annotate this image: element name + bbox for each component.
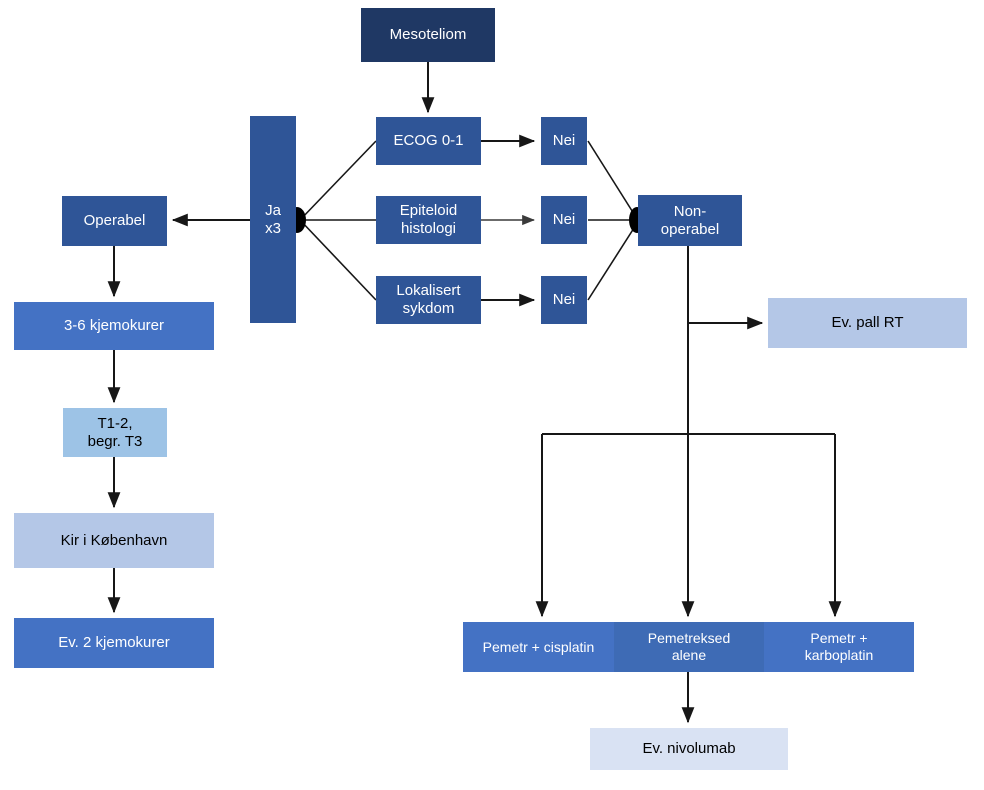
- node-non-operabel[interactable]: Non- operabel: [638, 195, 742, 246]
- node-nei-1-label: Nei: [552, 132, 576, 150]
- node-nei-3[interactable]: Nei: [541, 276, 587, 324]
- edge-nei1-to-nonoperabel: [587, 140, 635, 215]
- node-epiteloid-line1: Epiteloid: [399, 202, 458, 220]
- node-epiteloid-histologi[interactable]: Epiteloid histologi: [376, 196, 481, 244]
- node-nei-2-label: Nei: [552, 211, 576, 229]
- node-pemetreksed-alene[interactable]: Pemetreksed alene: [614, 622, 764, 672]
- node-pemetr-karboplatin[interactable]: Pemetr + karboplatin: [764, 622, 914, 672]
- node-3-6-kjemokurer[interactable]: 3-6 kjemokurer: [14, 302, 214, 350]
- node-operabel[interactable]: Operabel: [62, 196, 167, 246]
- node-pemetr-karbo-line2: karboplatin: [804, 647, 874, 663]
- node-operabel-label: Operabel: [83, 212, 146, 230]
- node-lokalisert-sykdom[interactable]: Lokalisert sykdom: [376, 276, 481, 324]
- node-pemetreksed-line2: alene: [671, 647, 707, 663]
- node-nei-1[interactable]: Nei: [541, 117, 587, 165]
- node-t-stage-line2: begr. T3: [87, 432, 143, 450]
- node-kir-i-kobenhavn-label: Kir i København: [60, 531, 168, 549]
- node-nei-3-label: Nei: [552, 291, 576, 309]
- node-pemetr-cisplatin-label: Pemetr + cisplatin: [482, 638, 595, 655]
- node-ev-pall-rt-label: Ev. pall RT: [831, 314, 904, 332]
- node-lokalisert-line1: Lokalisert: [396, 282, 461, 300]
- node-nei-2[interactable]: Nei: [541, 196, 587, 244]
- node-ev-nivolumab-label: Ev. nivolumab: [642, 740, 736, 758]
- node-mesoteliom[interactable]: Mesoteliom: [361, 8, 495, 62]
- node-epiteloid-line2: histologi: [400, 220, 457, 237]
- node-mesoteliom-label: Mesoteliom: [389, 26, 467, 44]
- node-ja-line1: Ja: [265, 201, 281, 219]
- node-ev-pall-rt[interactable]: Ev. pall RT: [768, 298, 967, 348]
- node-ja-line2: x3: [265, 219, 281, 237]
- node-non-operabel-line1: Non-: [673, 202, 707, 220]
- node-non-operabel-line2: operabel: [660, 220, 720, 238]
- node-t-stage[interactable]: T1-2, begr. T3: [63, 408, 167, 457]
- node-kir-i-kobenhavn[interactable]: Kir i København: [14, 513, 214, 568]
- node-ja-x3[interactable]: Ja x3: [250, 116, 296, 323]
- node-3-6-kjemokurer-label: 3-6 kjemokurer: [63, 317, 165, 335]
- node-ev-2-kjemokurer[interactable]: Ev. 2 kjemokurer: [14, 618, 214, 668]
- node-pemetr-karbo-line1: Pemetr +: [810, 630, 868, 647]
- edge-ja-to-ecog: [299, 140, 377, 221]
- edge-ja-to-lokalisert: [299, 219, 377, 301]
- node-pemetr-cisplatin[interactable]: Pemetr + cisplatin: [463, 622, 614, 672]
- node-ecog[interactable]: ECOG 0-1: [376, 117, 481, 165]
- node-ev-nivolumab[interactable]: Ev. nivolumab: [590, 728, 788, 770]
- node-ecog-label: ECOG 0-1: [393, 132, 464, 150]
- node-lokalisert-line2: sykdom: [402, 300, 455, 317]
- node-ev-2-kjemokurer-label: Ev. 2 kjemokurer: [58, 634, 170, 652]
- node-t-stage-line1: T1-2,: [97, 414, 133, 432]
- node-pemetreksed-line1: Pemetreksed: [647, 630, 731, 647]
- edge-nei3-to-nonoperabel: [587, 227, 635, 301]
